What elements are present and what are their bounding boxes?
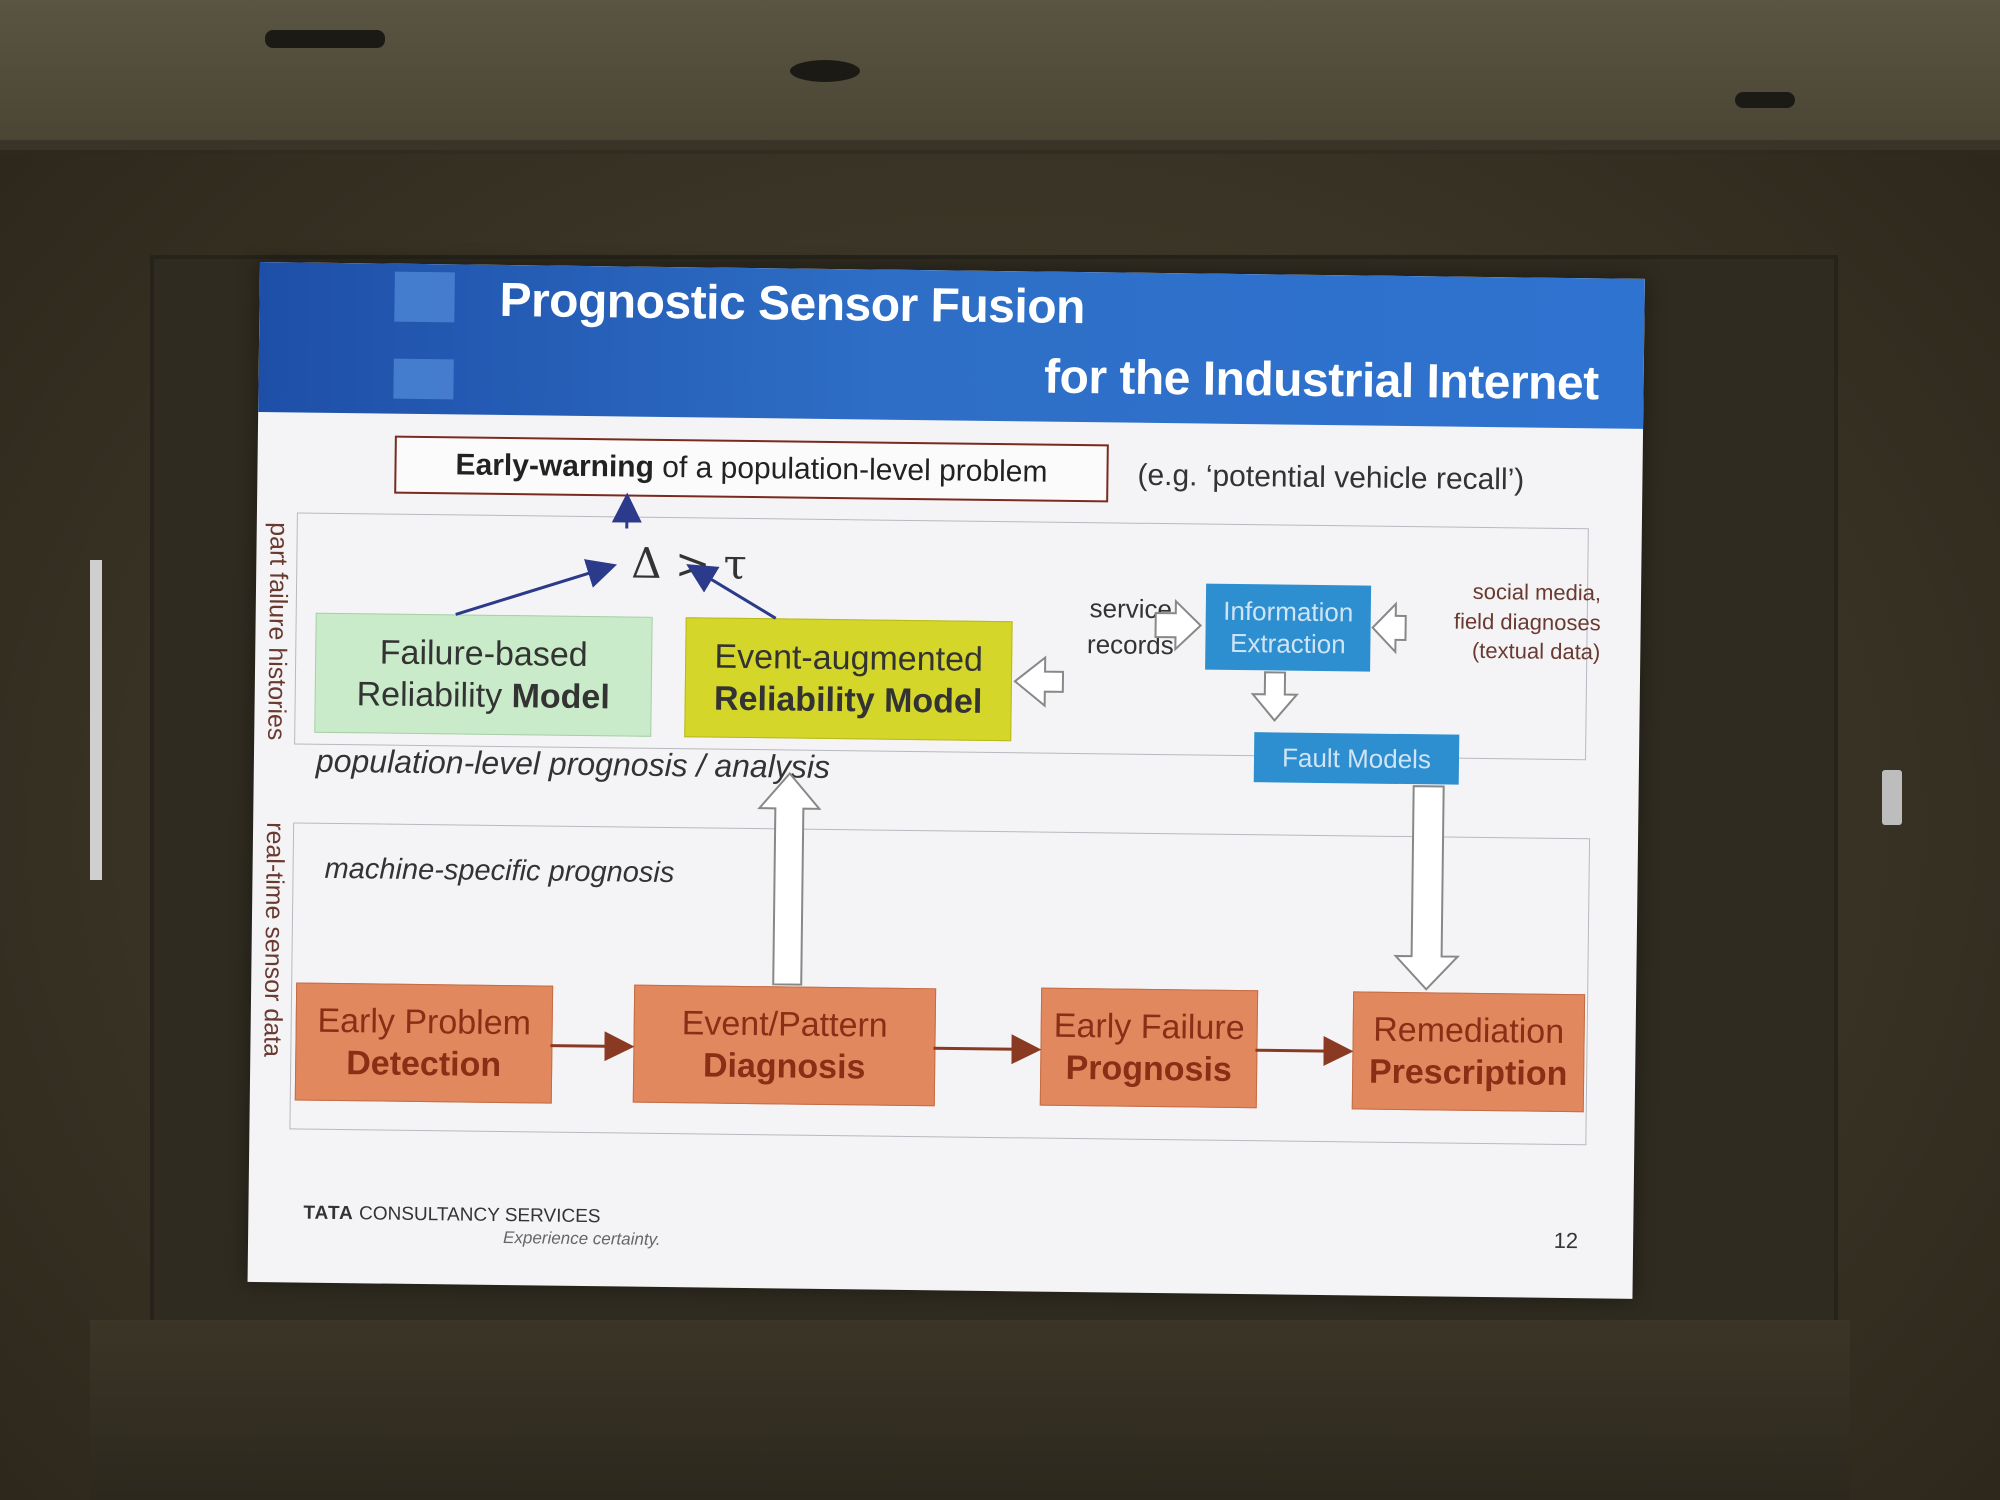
hollow-arrow-fault-down [1393, 785, 1460, 991]
ceiling [0, 0, 2000, 150]
wall-strip-left [90, 560, 102, 880]
hollow-arrow-info-to-fault [1250, 671, 1299, 722]
slide: Prognostic Sensor Fusion for the Industr… [247, 262, 1645, 1299]
hollow-arrow-social-to-info [1371, 601, 1407, 655]
desk-foreground [90, 1320, 1850, 1500]
ceiling-vent [1735, 92, 1795, 108]
ceiling-fixture [265, 30, 385, 48]
ceiling-light [790, 60, 860, 82]
footer-brand-rest: CONSULTANCY SERVICES [353, 1203, 601, 1228]
hollow-arrow-diagnosis-up [757, 771, 822, 986]
hollow-arrow-service-to-info [1154, 598, 1203, 652]
arrow-detection-to-diagnosis [550, 1031, 635, 1062]
diagram-arrows [455, 492, 1460, 1067]
footer-brand-bold: TATA [303, 1202, 354, 1225]
page-number: 12 [1553, 1227, 1579, 1254]
ceiling-edge [0, 140, 2000, 154]
arrow-prognosis-to-prescription [1255, 1036, 1354, 1067]
hollow-arrow-into-yellow [1013, 655, 1065, 708]
arrow-yellow-to-delta [686, 564, 777, 620]
footer-brand-logo: TATA CONSULTANCY SERVICES [303, 1203, 600, 1229]
wall-switch-right [1882, 770, 1902, 825]
footer-tagline: Experience certainty. [502, 1228, 661, 1249]
arrow-diagnosis-to-prognosis [933, 1034, 1042, 1065]
arrow-green-to-delta [455, 559, 618, 616]
